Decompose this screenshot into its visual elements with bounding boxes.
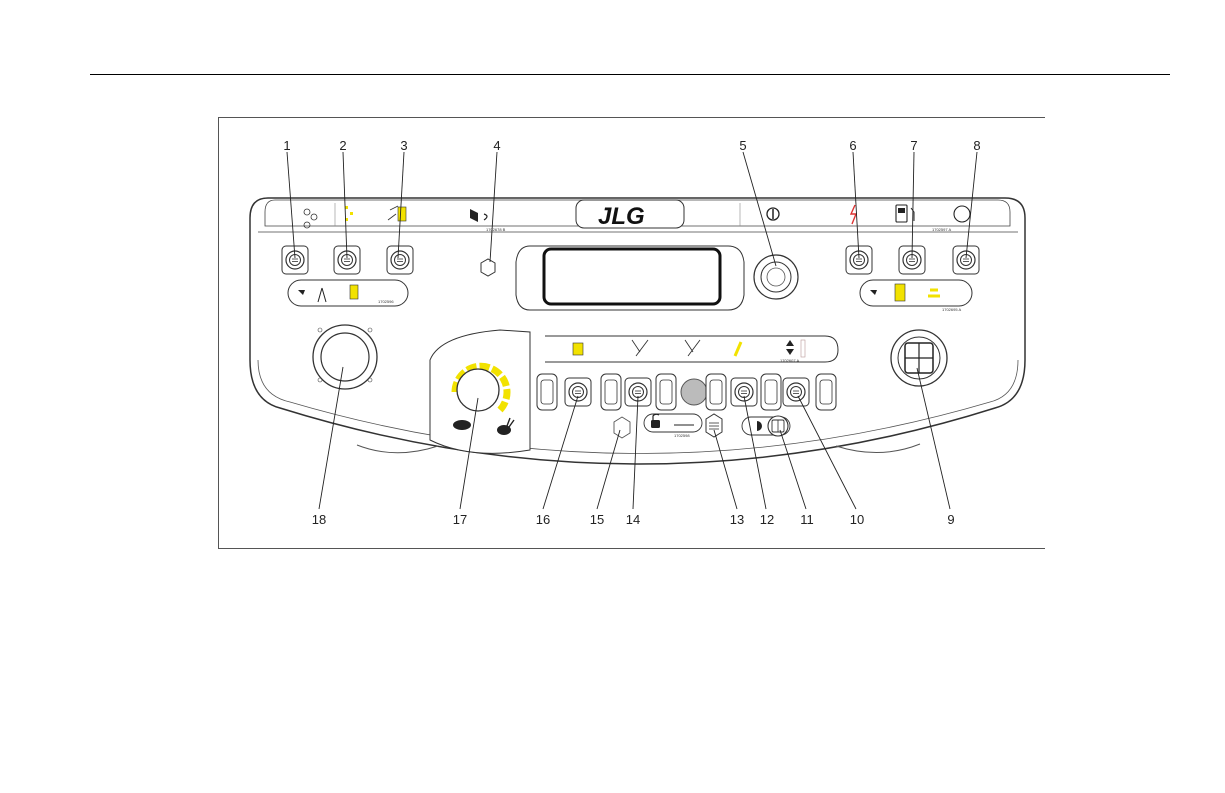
blank-plug	[681, 379, 707, 405]
callout-9: 9	[947, 512, 954, 527]
left-decal-strip: 1702596	[288, 280, 408, 306]
toggle-switch-8[interactable]	[953, 246, 979, 274]
rocker-slot-6	[816, 374, 836, 410]
left-decal-code: 1702596	[378, 299, 394, 304]
lock-decal-code: 1702598	[674, 433, 690, 438]
function-decal-code: 1702607 A	[780, 358, 799, 363]
toggle-switch-3[interactable]	[387, 246, 413, 274]
callout-17: 17	[453, 512, 467, 527]
turtle-icon	[453, 420, 471, 430]
horn-decal-code: 1702678 B	[486, 227, 506, 232]
button-15[interactable]	[614, 417, 630, 438]
callout-16: 16	[536, 512, 550, 527]
callout-2: 2	[339, 138, 346, 153]
rocker-slot-4	[706, 374, 726, 410]
brand-text: JLG	[598, 203, 645, 230]
callout-5: 5	[739, 138, 746, 153]
callout-10: 10	[850, 512, 864, 527]
callout-14: 14	[626, 512, 640, 527]
top-right-decal-code: 1702597 A	[932, 227, 951, 232]
steer-icon	[895, 284, 905, 301]
callout-18: 18	[312, 512, 326, 527]
rocker-slot-1	[537, 374, 557, 410]
rocker-slot-5	[761, 374, 781, 410]
brand-logo: JLG	[576, 200, 684, 230]
key-switch[interactable]	[754, 255, 798, 299]
callout-3: 3	[400, 138, 407, 153]
callout-11: 11	[800, 512, 814, 527]
callout-4: 4	[493, 138, 500, 153]
key-icon	[767, 208, 779, 220]
horn-button[interactable]	[481, 259, 495, 276]
function-decal-strip: 1702607 A	[545, 336, 838, 363]
speed-dial[interactable]	[430, 330, 530, 453]
left-joystick[interactable]	[313, 325, 377, 389]
callout-6: 6	[849, 138, 856, 153]
callout-13: 13	[730, 512, 744, 527]
rocker-slot-2	[601, 374, 621, 410]
panel-body	[250, 198, 1025, 464]
button-13[interactable]	[706, 414, 722, 437]
callout-12: 12	[760, 512, 774, 527]
toggle-switch-1[interactable]	[282, 246, 308, 274]
right-decal-code: 1702695 A	[942, 307, 961, 312]
display-screen	[516, 246, 744, 310]
callout-7: 7	[910, 138, 917, 153]
toggle-switch-16[interactable]	[565, 378, 591, 406]
button-11[interactable]	[768, 416, 788, 436]
toggle-switch-12[interactable]	[731, 378, 757, 406]
callout-8: 8	[973, 138, 980, 153]
callout-1: 1	[283, 138, 290, 153]
rocker-slot-3	[656, 374, 676, 410]
callout-15: 15	[590, 512, 604, 527]
toggle-switch-10[interactable]	[783, 378, 809, 406]
